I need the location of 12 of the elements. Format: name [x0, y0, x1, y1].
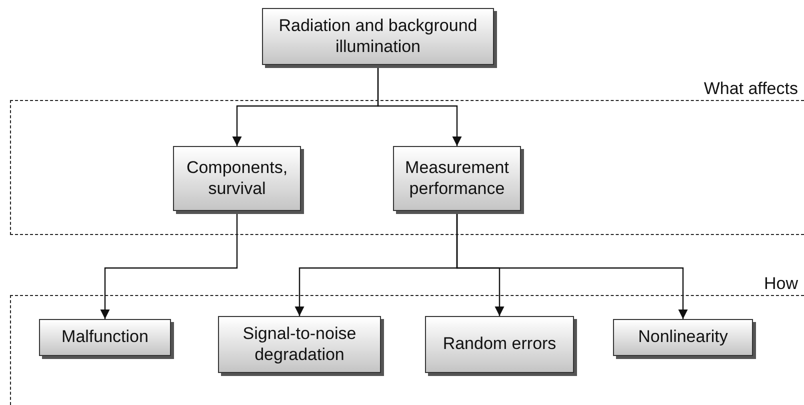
process-box: Measurement performance [393, 146, 521, 211]
process-box: Nonlinearity [613, 319, 753, 356]
arrow [377, 65, 462, 146]
process-box: Random errors [425, 316, 574, 373]
arrow [100, 211, 238, 319]
region-label: How [764, 274, 798, 294]
process-box: Signal-to-noise degradation [218, 316, 381, 373]
arrow [456, 211, 688, 319]
process-box: Components, survival [173, 146, 301, 211]
region-label: What affects [704, 79, 798, 99]
process-box: Radiation and background illumination [262, 8, 494, 65]
process-box: Malfunction [39, 319, 171, 356]
